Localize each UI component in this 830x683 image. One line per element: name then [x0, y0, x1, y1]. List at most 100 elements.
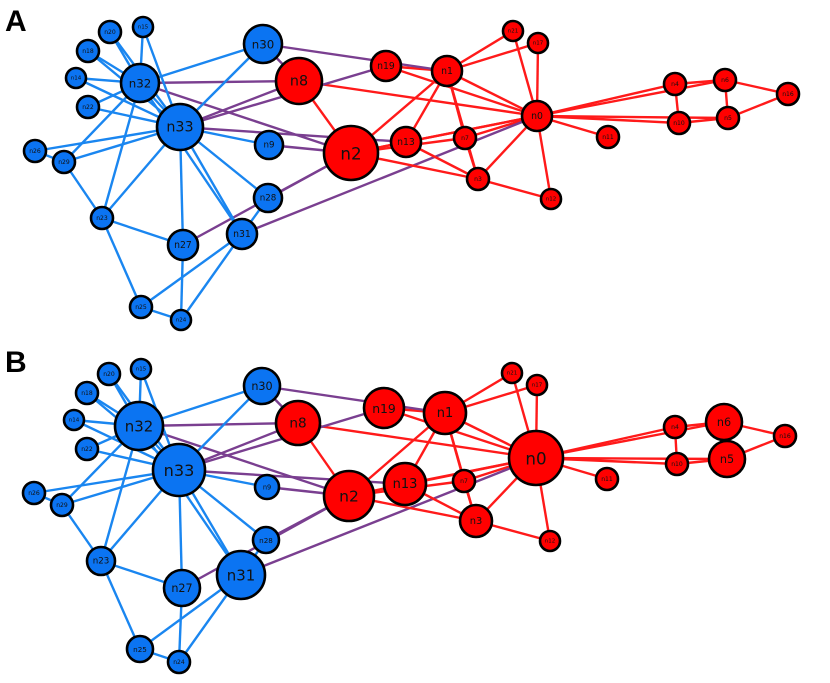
node-circle [526, 31, 550, 55]
node-label: n15 [136, 367, 147, 373]
node-circle [775, 81, 801, 107]
node-circle [662, 71, 688, 97]
node-circle [113, 400, 165, 452]
node-b-n31: n31 [215, 549, 267, 601]
edge-a-n0-n19 [385, 64, 538, 118]
node-b-n11: n11 [594, 466, 620, 492]
node-circle [242, 366, 282, 406]
node-circle [225, 217, 259, 251]
node-a-n26: n26 [22, 138, 48, 164]
node-a-n18: n18 [75, 38, 101, 64]
node-label: n18 [81, 390, 93, 397]
node-circle [369, 49, 403, 83]
node-circle [253, 129, 285, 161]
node-circle [119, 62, 161, 104]
node-b-n24: n24 [166, 649, 192, 675]
node-label: n18 [82, 48, 94, 55]
node-circle [322, 124, 380, 182]
node-b-n25: n25 [125, 634, 155, 664]
node-label: n20 [104, 29, 116, 36]
node-circle [128, 294, 154, 320]
node-a-n8: n8 [274, 56, 324, 106]
node-circle [772, 423, 798, 449]
node-circle [64, 66, 88, 90]
node-circle [97, 19, 123, 45]
node-a-n4: n4 [662, 71, 688, 97]
node-label: n25 [133, 645, 147, 654]
node-circle [85, 545, 117, 577]
node-a-n32: n32 [119, 62, 161, 104]
node-b-n23: n23 [85, 545, 117, 577]
node-a-n3: n3 [465, 166, 491, 192]
node-b-n6: n6 [704, 402, 744, 442]
node-a-n9: n9 [253, 129, 285, 161]
node-b-n19: n19 [362, 386, 406, 430]
node-circle [49, 492, 75, 518]
node-circle [129, 357, 153, 381]
edge-a-n24-n31 [180, 233, 243, 321]
node-circle [594, 466, 620, 492]
node-circle [169, 308, 193, 332]
node-label: n8 [289, 416, 306, 432]
node-label: n11 [602, 134, 614, 141]
node-b-n8: n8 [274, 399, 322, 447]
node-a-n15: n15 [131, 15, 155, 39]
edge-b-n1-n30 [261, 384, 446, 415]
node-label: n5 [724, 115, 732, 122]
node-b-n17: n17 [525, 373, 549, 397]
node-a-n0: n0 [520, 99, 554, 133]
edge-b-n0-n6 [535, 420, 725, 460]
node-circle [458, 503, 494, 539]
node-a-n23: n23 [89, 205, 115, 231]
node-circle [322, 469, 376, 523]
node-b-n4: n4 [662, 414, 688, 440]
node-circle [712, 67, 738, 93]
node-circle [274, 56, 324, 106]
node-label: n10 [671, 461, 683, 468]
node-circle [51, 149, 77, 175]
node-label: n31 [227, 567, 255, 585]
node-b-n33: n33 [151, 442, 207, 498]
node-circle [389, 125, 423, 159]
node-circle [451, 468, 477, 494]
node-label: n31 [233, 229, 251, 240]
node-circle [242, 23, 284, 65]
node-label: n32 [125, 418, 153, 436]
node-a-n2: n2 [322, 124, 380, 182]
node-label: n23 [93, 557, 110, 567]
node-a-n28: n28 [252, 182, 284, 214]
node-label: n22 [81, 446, 93, 453]
node-circle [89, 205, 115, 231]
node-circle [131, 15, 155, 39]
edge-a-n0-n10 [536, 114, 680, 125]
node-label: n5 [720, 453, 734, 466]
node-circle [539, 187, 563, 211]
node-label: n17 [533, 41, 544, 47]
edge-b-n31-n32 [138, 425, 242, 576]
edge-a-n31-n32 [139, 82, 243, 235]
node-b-n32: n32 [113, 400, 165, 452]
node-a-n16: n16 [775, 81, 801, 107]
node-label: n19 [372, 401, 396, 416]
node-label: n28 [259, 536, 273, 545]
node-circle [253, 473, 281, 501]
node-label: n3 [470, 516, 483, 527]
node-a-n14: n14 [64, 66, 88, 90]
node-a-n11: n11 [595, 124, 621, 150]
node-b-n30: n30 [242, 366, 282, 406]
node-label: n26 [29, 148, 41, 155]
node-label: n1 [441, 66, 453, 77]
node-circle [74, 436, 100, 462]
node-b-n7: n7 [451, 468, 477, 494]
node-a-n20: n20 [97, 19, 123, 45]
node-circle [664, 451, 690, 477]
edge-a-n0-n5 [536, 114, 729, 120]
node-label: n4 [671, 81, 679, 88]
edge-a-n3-n12 [477, 177, 552, 201]
node-a-n19: n19 [369, 49, 403, 83]
node-b-n3: n3 [458, 503, 494, 539]
node-label: n14 [71, 76, 82, 82]
node-label: n29 [56, 502, 68, 509]
node-label: n22 [82, 104, 94, 111]
node-b-n13: n13 [382, 461, 428, 507]
